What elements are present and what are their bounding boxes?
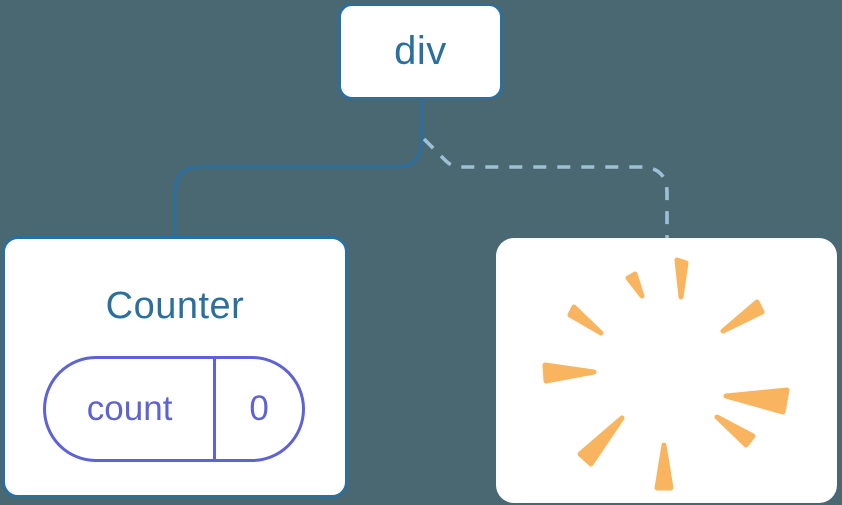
poof-icon (542, 257, 790, 491)
state-pill: count 0 (43, 356, 305, 462)
tree-node-counter: Counter count 0 (2, 236, 348, 498)
counter-node-label: Counter (105, 285, 245, 327)
state-value: 0 (249, 389, 269, 428)
tree-node-removed (496, 238, 837, 503)
edge-dashed-div-to-removed (422, 137, 669, 239)
edge-solid-div-to-counter (173, 99, 423, 237)
state-key-label: count (46, 359, 217, 459)
root-node-label: div (394, 29, 447, 73)
tree-node-root: div (338, 3, 503, 100)
